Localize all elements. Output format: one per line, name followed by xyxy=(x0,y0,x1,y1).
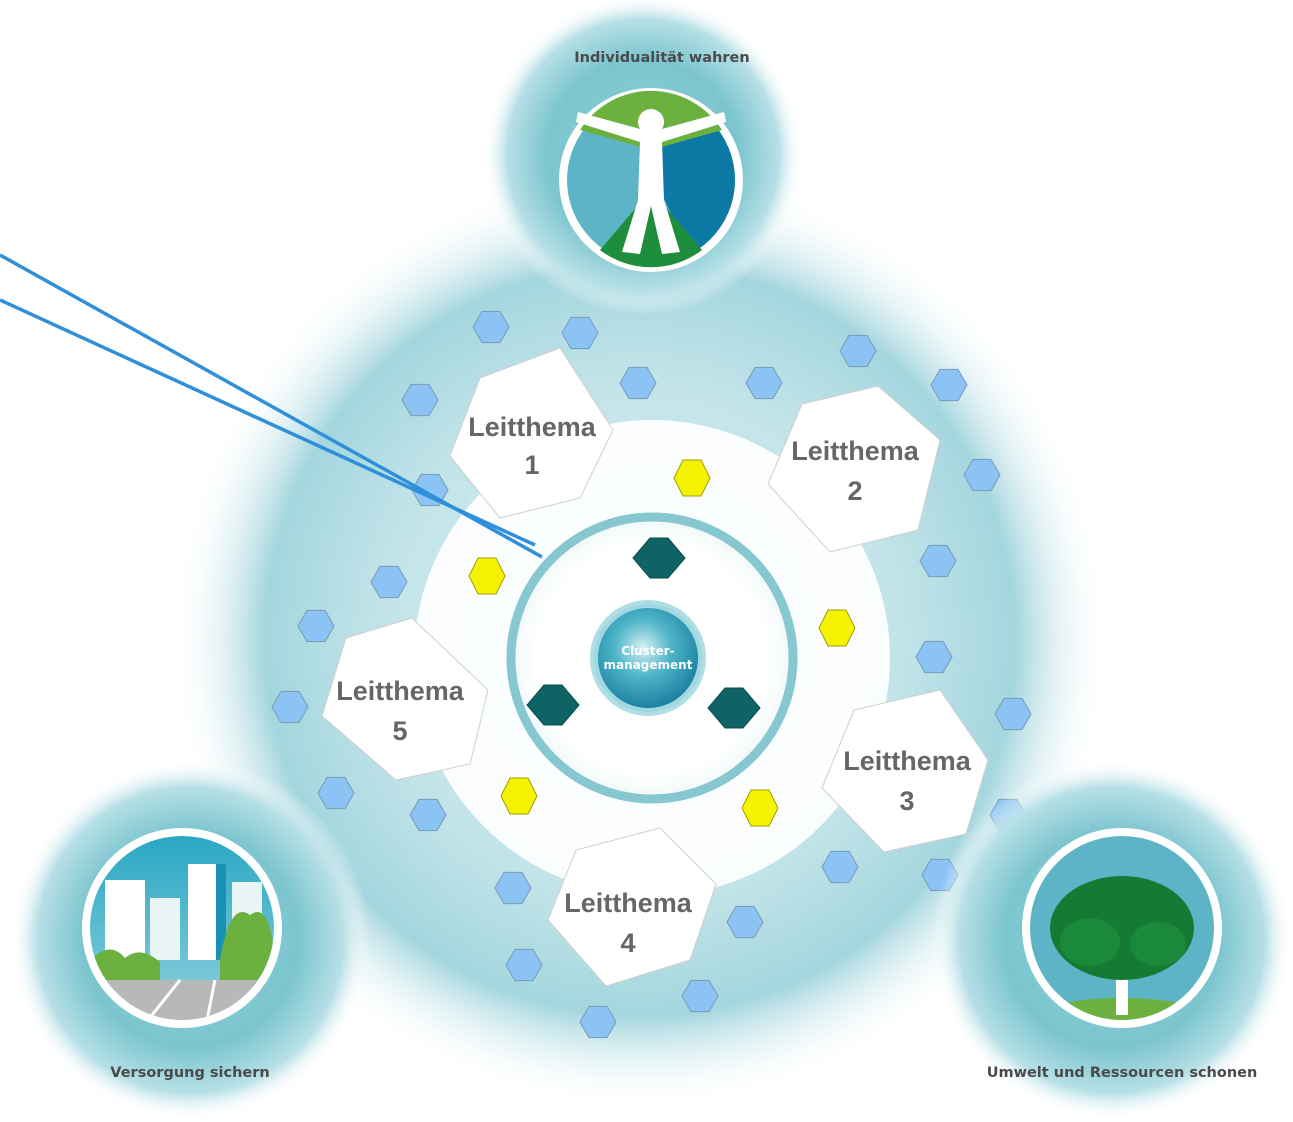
pointer-line xyxy=(0,298,536,547)
pointer-lines xyxy=(0,253,543,559)
theme-2-number: 2 xyxy=(847,476,862,506)
pillar-top: Individualität wahren xyxy=(483,0,803,315)
center-label-line1: Cluster- xyxy=(621,644,674,658)
small-hex xyxy=(963,458,1001,492)
person-figure-icon xyxy=(559,88,743,272)
yellow-hex xyxy=(673,459,711,497)
small-hex xyxy=(472,310,510,344)
pillar-top-title: Individualität wahren xyxy=(574,50,749,66)
dark-hexagons xyxy=(526,537,761,729)
theme-hexagon-1[interactable]: Leitthema 1 xyxy=(449,347,614,519)
yellow-hex xyxy=(818,609,856,647)
small-hex xyxy=(297,609,335,643)
theme-hexagon-4[interactable]: Leitthema 4 xyxy=(547,827,717,987)
small-hex xyxy=(505,948,543,982)
tree-icon xyxy=(1022,828,1222,1028)
yellow-hex xyxy=(500,777,538,815)
theme-4-title: Leitthema xyxy=(564,888,693,918)
yellow-hex xyxy=(468,557,506,595)
theme-hexagons: Leitthema 1 Leitthema 2 Leitthema 3 Leit… xyxy=(321,347,989,987)
theme-5-title: Leitthema xyxy=(336,676,465,706)
city-buildings-icon xyxy=(82,828,282,1028)
pillar-bottom-left: Versorgung sichern xyxy=(10,760,370,1120)
theme-3-title: Leitthema xyxy=(843,746,972,776)
inner-ring-border xyxy=(506,512,798,804)
small-hex xyxy=(317,776,355,810)
small-hex xyxy=(494,871,532,905)
small-hex xyxy=(915,640,953,674)
theme-3-number: 3 xyxy=(899,786,914,816)
small-hex xyxy=(726,905,764,939)
dark-hex xyxy=(526,684,580,726)
small-hex xyxy=(370,565,408,599)
dark-hex xyxy=(707,687,761,729)
theme-hexagon-5[interactable]: Leitthema 5 xyxy=(321,617,489,781)
small-hex xyxy=(579,1005,617,1039)
pillar-bottom-right-title: Umwelt und Ressourcen schonen xyxy=(987,1065,1258,1081)
center-label-line2: management xyxy=(604,658,693,672)
theme-hexagon-3[interactable]: Leitthema 3 xyxy=(821,689,989,853)
theme-1-number: 1 xyxy=(524,450,539,480)
small-hex xyxy=(561,316,599,350)
small-hex xyxy=(271,690,309,724)
small-hex xyxy=(994,697,1032,731)
small-hex xyxy=(619,366,657,400)
small-hex xyxy=(919,544,957,578)
yellow-hexagons xyxy=(468,459,856,827)
pillar-bottom-right: Umwelt und Ressourcen schonen xyxy=(932,760,1292,1120)
theme-5-number: 5 xyxy=(392,716,407,746)
theme-1-title: Leitthema xyxy=(468,412,597,442)
pillar-bottom-left-title: Versorgung sichern xyxy=(110,1065,269,1081)
theme-hexagon-2[interactable]: Leitthema 2 xyxy=(767,385,941,553)
yellow-hex xyxy=(741,789,779,827)
theme-2-title: Leitthema xyxy=(791,436,920,466)
theme-4-number: 4 xyxy=(620,928,635,958)
small-hex xyxy=(409,798,447,832)
small-hex xyxy=(839,334,877,368)
small-hexagons xyxy=(271,310,1032,1039)
dark-hex xyxy=(632,537,686,579)
small-hex xyxy=(681,979,719,1013)
cluster-management-core: Cluster- management xyxy=(590,600,706,716)
small-hex xyxy=(401,383,439,417)
small-hex xyxy=(930,368,968,402)
small-hex xyxy=(745,366,783,400)
small-hex xyxy=(821,850,859,884)
